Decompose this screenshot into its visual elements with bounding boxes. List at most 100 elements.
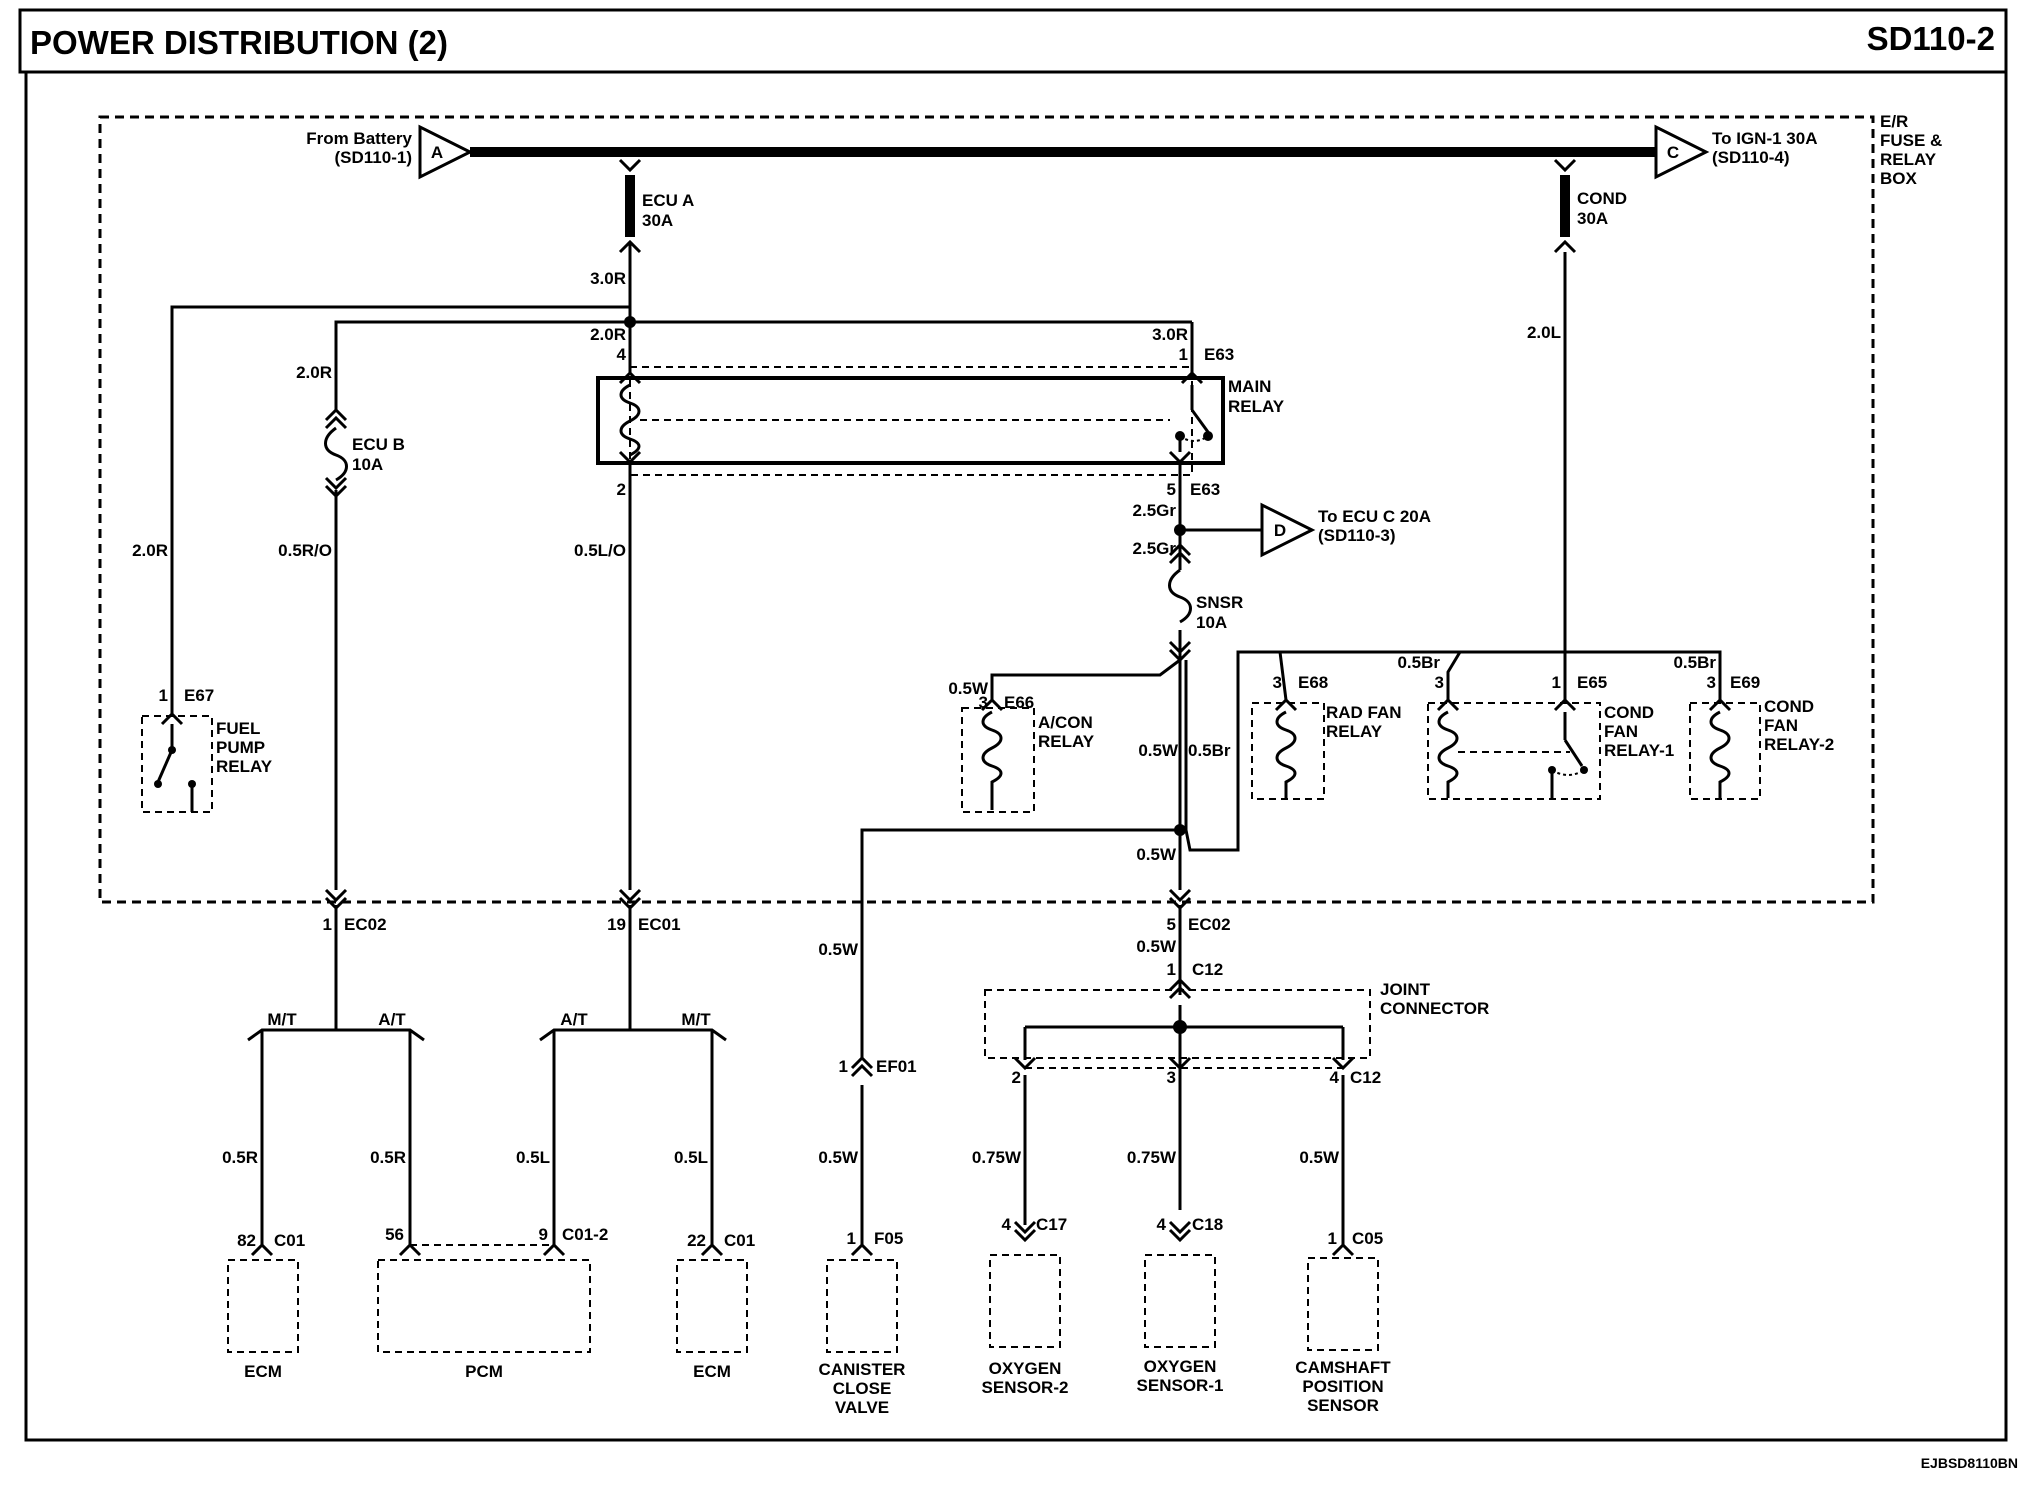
cond-fan-relay-1: COND FAN RELAY-1 xyxy=(1427,697,1674,800)
connector-c: C To IGN-1 30A (SD110-4) xyxy=(1654,124,1817,180)
svg-text:SENSOR-1: SENSOR-1 xyxy=(1137,1376,1224,1395)
svg-text:CONNECTOR: CONNECTOR xyxy=(1380,999,1489,1018)
component-pcm: PCM xyxy=(377,1259,591,1381)
fuse-relay-box-label: E/R FUSE & RELAY BOX xyxy=(1880,112,1942,188)
svg-text:2.0R: 2.0R xyxy=(296,363,332,382)
svg-text:2: 2 xyxy=(1012,1068,1021,1087)
svg-text:1: 1 xyxy=(1552,673,1561,692)
svg-text:C01: C01 xyxy=(724,1231,755,1250)
svg-text:2.0R: 2.0R xyxy=(590,325,626,344)
svg-text:3: 3 xyxy=(1167,1068,1176,1087)
svg-text:1: 1 xyxy=(323,915,332,934)
svg-text:2.5Gr: 2.5Gr xyxy=(1133,501,1177,520)
svg-text:0.5R: 0.5R xyxy=(222,1148,258,1167)
svg-text:0.75W: 0.75W xyxy=(1127,1148,1177,1167)
svg-text:C01-2: C01-2 xyxy=(562,1225,608,1244)
component-oxygen-sensor-1: OXYGEN SENSOR-1 xyxy=(1137,1254,1224,1395)
svg-text:E63: E63 xyxy=(1190,480,1220,499)
svg-text:E67: E67 xyxy=(184,686,214,705)
svg-text:0.5R: 0.5R xyxy=(370,1148,406,1167)
svg-text:MAIN: MAIN xyxy=(1228,377,1271,396)
svg-text:C17: C17 xyxy=(1036,1215,1067,1234)
svg-text:3: 3 xyxy=(1435,673,1444,692)
svg-text:0.5W: 0.5W xyxy=(818,1148,859,1167)
cond-fan-relay-2: COND FAN RELAY-2 xyxy=(1689,697,1834,800)
svg-text:3: 3 xyxy=(979,693,988,712)
svg-text:A/CON: A/CON xyxy=(1038,713,1093,732)
svg-text:FAN: FAN xyxy=(1764,716,1798,735)
svg-text:PCM: PCM xyxy=(465,1362,503,1381)
svg-text:BOX: BOX xyxy=(1880,169,1918,188)
svg-text:SENSOR: SENSOR xyxy=(1307,1396,1379,1415)
svg-text:A/T: A/T xyxy=(378,1010,406,1029)
svg-text:RELAY: RELAY xyxy=(1038,732,1095,751)
svg-text:10A: 10A xyxy=(1196,613,1227,632)
main-relay: MAIN RELAY xyxy=(596,366,1285,476)
svg-text:4: 4 xyxy=(1330,1068,1340,1087)
svg-text:30A: 30A xyxy=(1577,209,1608,228)
svg-text:0.75W: 0.75W xyxy=(972,1148,1022,1167)
svg-text:1: 1 xyxy=(159,686,168,705)
svg-text:OXYGEN: OXYGEN xyxy=(989,1359,1062,1378)
svg-text:5: 5 xyxy=(1167,480,1176,499)
page-code: SD110-2 xyxy=(1867,20,1995,57)
svg-text:M/T: M/T xyxy=(267,1010,297,1029)
svg-text:JOINT: JOINT xyxy=(1380,980,1431,999)
branch-labels: M/T A/T A/T M/T xyxy=(267,1010,711,1029)
to-ecu-c-label: To ECU C 20A xyxy=(1318,507,1431,526)
svg-text:3: 3 xyxy=(1707,673,1716,692)
wire-labels: 3.0R 2.0R 3.0R 2.0R 2.0R 2.0L 0.5R/O 0.5… xyxy=(132,269,1716,1167)
joint-connector: JOINT CONNECTOR xyxy=(984,980,1489,1071)
svg-text:D: D xyxy=(1274,521,1286,540)
svg-text:(SD110-3): (SD110-3) xyxy=(1318,526,1395,545)
svg-text:E69: E69 xyxy=(1730,673,1760,692)
svg-text:0.5Br: 0.5Br xyxy=(1188,741,1231,760)
svg-text:CAMSHAFT: CAMSHAFT xyxy=(1295,1358,1391,1377)
fuse-snsr: SNSR 10A xyxy=(1168,542,1243,663)
svg-text:VALVE: VALVE xyxy=(835,1398,889,1417)
svg-text:FAN: FAN xyxy=(1604,722,1638,741)
page-title: POWER DISTRIBUTION (2) xyxy=(30,24,448,61)
svg-text:0.5W: 0.5W xyxy=(1299,1148,1340,1167)
svg-text:E66: E66 xyxy=(1004,693,1034,712)
svg-text:0.5W: 0.5W xyxy=(1136,845,1177,864)
svg-text:ECM: ECM xyxy=(693,1362,731,1381)
component-ecm-1: ECM xyxy=(227,1259,299,1381)
svg-text:ECU A: ECU A xyxy=(642,191,694,210)
connector-a: A From Battery (SD110-1) xyxy=(306,124,474,180)
diagram-frame xyxy=(24,70,2008,1442)
svg-text:FUEL: FUEL xyxy=(216,719,260,738)
svg-text:ECU B: ECU B xyxy=(352,435,405,454)
svg-text:2.0L: 2.0L xyxy=(1527,323,1561,342)
svg-text:EC01: EC01 xyxy=(638,915,681,934)
svg-text:30A: 30A xyxy=(642,211,673,230)
svg-text:4: 4 xyxy=(1002,1215,1012,1234)
svg-text:M/T: M/T xyxy=(681,1010,711,1029)
to-ign1-label: To IGN-1 30A xyxy=(1712,129,1817,148)
svg-text:(SD110-1): (SD110-1) xyxy=(335,148,412,167)
box-connector-marks xyxy=(324,888,1192,1078)
svg-text:EC02: EC02 xyxy=(1188,915,1231,934)
svg-text:9: 9 xyxy=(539,1225,548,1244)
svg-text:1: 1 xyxy=(1328,1229,1337,1248)
pin-numbers: 4 1 2 5 1 3 3 3 1 3 1 19 5 1 2 3 4 1 82 … xyxy=(159,345,1716,1250)
svg-text:E68: E68 xyxy=(1298,673,1328,692)
svg-text:0.5R/O: 0.5R/O xyxy=(278,541,332,560)
svg-text:C12: C12 xyxy=(1192,960,1223,979)
svg-text:E63: E63 xyxy=(1204,345,1234,364)
wire-network xyxy=(170,242,1722,1245)
svg-text:EC02: EC02 xyxy=(344,915,387,934)
svg-text:82: 82 xyxy=(237,1231,256,1250)
footer-code: EJBSD8110BN xyxy=(1921,1455,2018,1471)
acon-relay: A/CON RELAY xyxy=(961,697,1095,813)
svg-text:56: 56 xyxy=(385,1225,404,1244)
svg-text:0.5L: 0.5L xyxy=(516,1148,550,1167)
component-oxygen-sensor-2: OXYGEN SENSOR-2 xyxy=(982,1254,1068,1397)
svg-text:CLOSE: CLOSE xyxy=(833,1379,892,1398)
svg-text:0.5Br: 0.5Br xyxy=(1673,653,1716,672)
svg-text:4: 4 xyxy=(617,345,627,364)
svg-text:1: 1 xyxy=(847,1229,856,1248)
svg-text:1: 1 xyxy=(1179,345,1188,364)
svg-text:C05: C05 xyxy=(1352,1229,1383,1248)
rad-fan-relay: RAD FAN RELAY xyxy=(1251,697,1402,800)
